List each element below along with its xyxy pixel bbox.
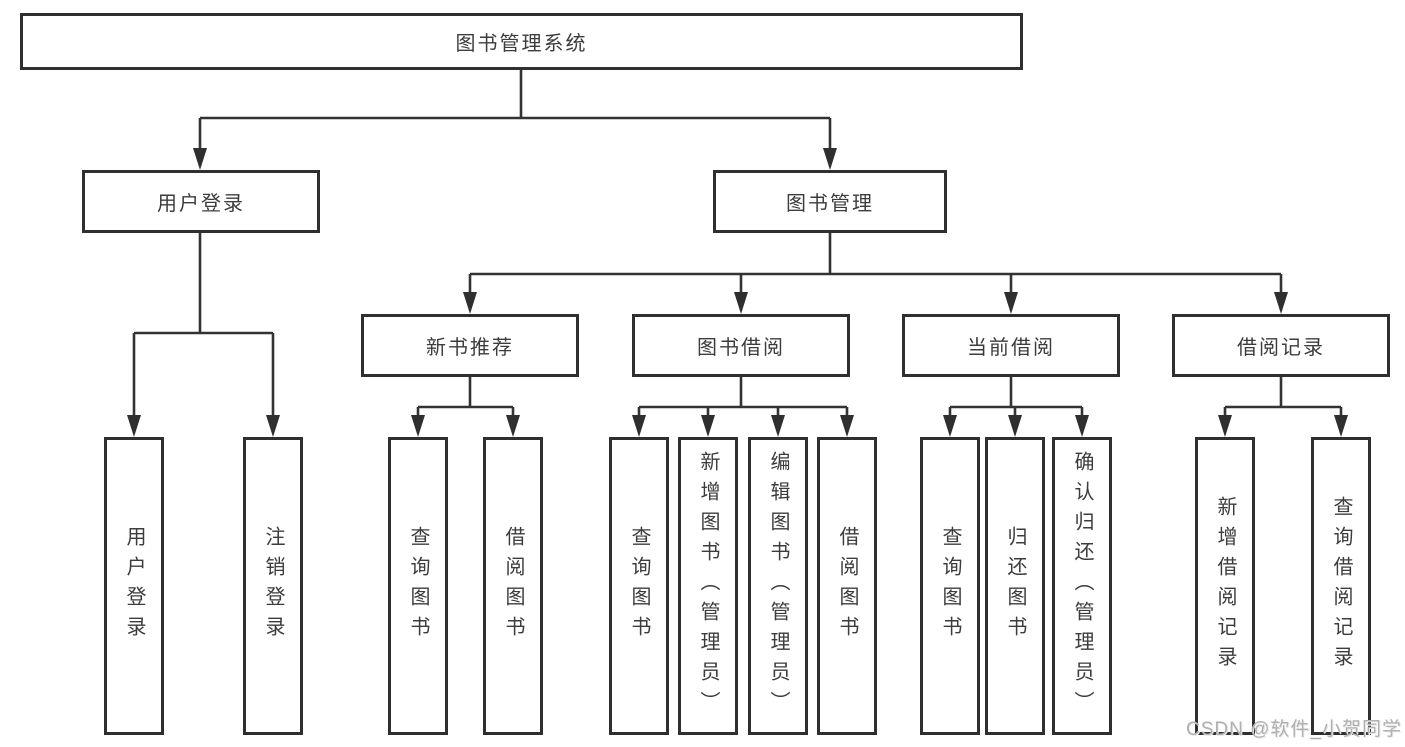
leaf-add-books-admin: 新增图书（管理员） — [678, 437, 738, 735]
leaf-borrow-books-recommend: 借阅图书 — [483, 437, 543, 735]
leaf-label: 新增借阅记录 — [1214, 496, 1236, 676]
leaf-edit-books-admin: 编辑图书（管理员） — [748, 437, 808, 735]
leaf-label: 查询图书 — [407, 526, 429, 646]
leaf-label: 新增图书（管理员） — [697, 451, 719, 721]
leaf-label: 用户登录 — [123, 526, 145, 646]
leaf-query-borrow-record: 查询借阅记录 — [1311, 437, 1371, 735]
leaf-confirm-return-admin: 确认归还（管理员） — [1052, 437, 1112, 735]
csdn-watermark: CSDN @软件_小贺同学 — [1186, 719, 1402, 740]
node-user-login: 用户登录 — [82, 170, 320, 233]
leaf-label: 编辑图书（管理员） — [767, 451, 789, 721]
node-book-borrow: 图书借阅 — [632, 314, 850, 377]
leaf-return-books: 归还图书 — [985, 437, 1045, 735]
leaf-label: 注销登录 — [262, 526, 284, 646]
leaf-query-books-recommend: 查询图书 — [388, 437, 448, 735]
leaf-query-books-current: 查询图书 — [920, 437, 980, 735]
leaf-label: 查询图书 — [628, 526, 650, 646]
leaf-add-borrow-record: 新增借阅记录 — [1195, 437, 1255, 735]
arrowheads — [127, 148, 1348, 437]
node-borrow-records: 借阅记录 — [1172, 314, 1390, 377]
leaf-label: 确认归还（管理员） — [1071, 451, 1093, 721]
leaf-query-books-borrow: 查询图书 — [609, 437, 669, 735]
leaf-label: 借阅图书 — [836, 526, 858, 646]
leaf-borrow-books: 借阅图书 — [817, 437, 877, 735]
node-root: 图书管理系统 — [20, 13, 1023, 70]
node-book-management: 图书管理 — [713, 170, 947, 233]
leaf-label: 借阅图书 — [502, 526, 524, 646]
leaf-label: 查询借阅记录 — [1330, 496, 1352, 676]
node-current-borrow: 当前借阅 — [902, 314, 1120, 377]
leaf-label: 查询图书 — [939, 526, 961, 646]
leaf-logout: 注销登录 — [243, 437, 303, 735]
leaf-user-login: 用户登录 — [104, 437, 164, 735]
node-new-book-recommend: 新书推荐 — [361, 314, 579, 377]
leaf-label: 归还图书 — [1004, 526, 1026, 646]
